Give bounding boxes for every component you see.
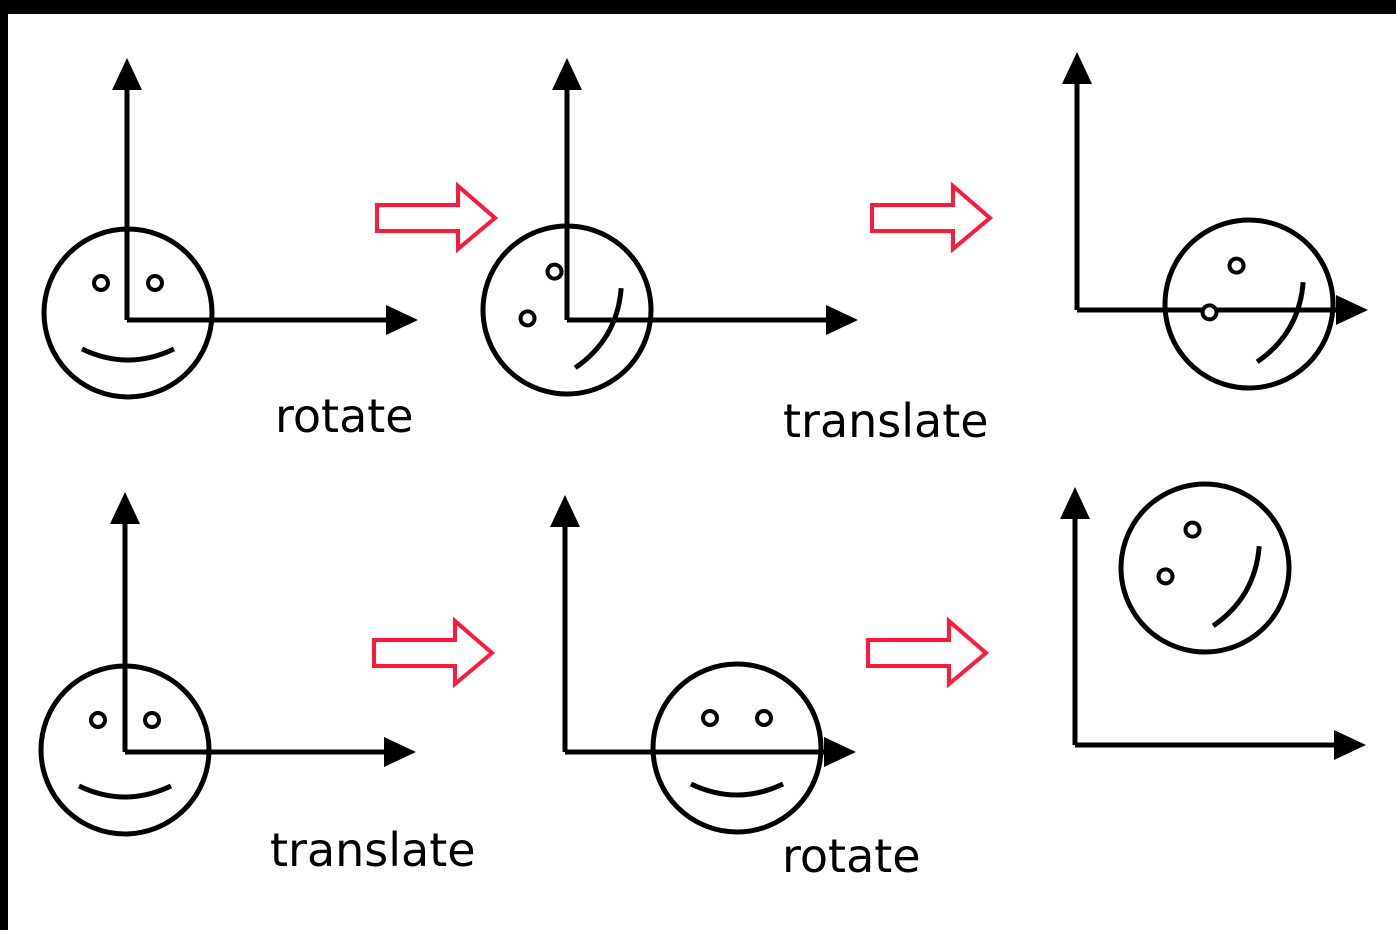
axis-arrowhead-y — [1062, 52, 1092, 84]
axes — [550, 495, 856, 767]
axis-arrowhead-x — [826, 305, 858, 335]
panel-original-2 — [41, 492, 416, 834]
transform-arrow — [372, 616, 496, 689]
row-rotate-then-translate: rotate translate — [44, 52, 1368, 448]
axis-arrowhead-x — [824, 737, 856, 767]
axis-arrowhead-x — [384, 737, 416, 767]
panel-translated — [550, 495, 856, 832]
axes — [552, 58, 858, 335]
canvas — [8, 14, 1396, 930]
axis-arrowhead-x — [1336, 295, 1368, 325]
panel-rotated-translated — [1062, 52, 1368, 419]
axes — [110, 492, 416, 767]
axis-arrowhead-y — [110, 492, 140, 524]
step-label-rotate: rotate — [275, 389, 414, 443]
row-translate-then-rotate: translate rotate — [41, 453, 1366, 883]
axis-arrowhead-x — [1334, 730, 1366, 760]
panel-rotated — [452, 58, 858, 425]
step-label-translate: translate — [783, 394, 989, 448]
transform-arrow — [866, 616, 990, 689]
axis-arrowhead-x — [386, 305, 418, 335]
step-label-translate: translate — [270, 823, 476, 877]
axes — [112, 58, 418, 335]
axis-arrowhead-y — [112, 58, 142, 90]
panel-original-1 — [44, 58, 418, 397]
transform-arrow — [870, 181, 994, 254]
axis-arrowhead-y — [552, 58, 582, 90]
axis-arrowhead-y — [550, 495, 580, 527]
panel-translated-rotated — [1060, 453, 1366, 760]
transform-arrow — [375, 181, 499, 254]
step-label-rotate: rotate — [782, 829, 921, 883]
axes — [1060, 487, 1366, 760]
axis-arrowhead-y — [1060, 487, 1090, 519]
